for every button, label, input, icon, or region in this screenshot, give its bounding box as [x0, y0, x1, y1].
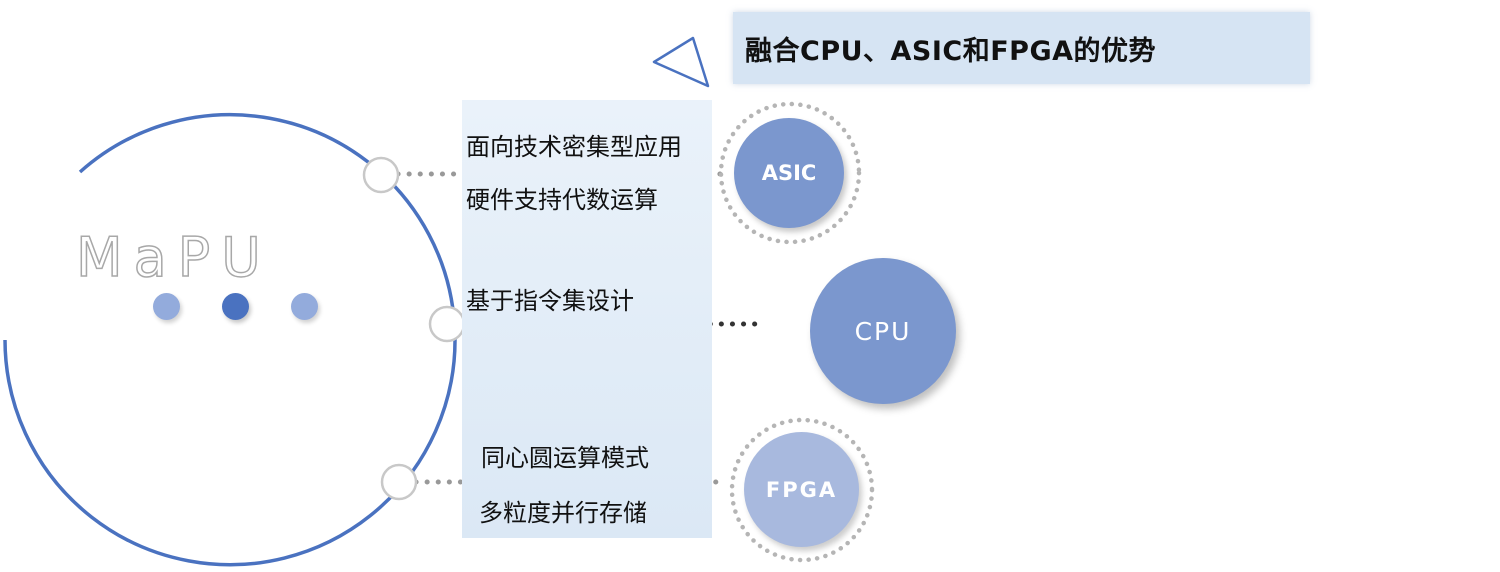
indicator-dot-3: [291, 293, 318, 320]
node-cpu: [428, 305, 466, 343]
logo-text: MaPU: [75, 225, 272, 290]
indicator-dot-2: [222, 293, 249, 320]
ring-fpga: [729, 417, 875, 563]
ring-asic: [718, 101, 862, 245]
pointer-triangle: [652, 36, 710, 88]
feature-asic-1: 面向技术密集型应用: [466, 133, 682, 161]
bubble-asic: ASIC: [734, 118, 844, 228]
title-text: 融合CPU、ASIC和FPGA的优势: [745, 35, 1157, 67]
node-asic: [362, 156, 400, 194]
title-banner: 融合CPU、ASIC和FPGA的优势: [733, 12, 1310, 84]
bubble-fpga: FPGA: [744, 432, 859, 547]
feature-fpga-1: 同心圆运算模式: [481, 444, 649, 472]
feature-band: [462, 100, 712, 538]
bubble-cpu: CPU: [810, 258, 956, 404]
feature-fpga-2: 多粒度并行存储: [479, 499, 647, 527]
main-arc: [3, 112, 457, 567]
feature-cpu-1: 基于指令集设计: [466, 287, 634, 315]
indicator-dot-1: [153, 293, 180, 320]
node-fpga: [380, 463, 418, 501]
feature-asic-2: 硬件支持代数运算: [466, 186, 658, 214]
